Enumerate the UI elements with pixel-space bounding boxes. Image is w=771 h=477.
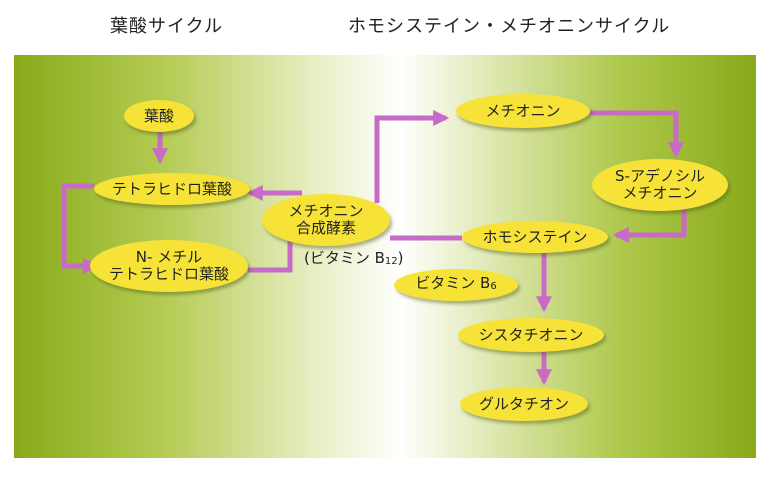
node-folate: 葉酸 — [124, 100, 194, 132]
node-vitamin-b6: ビタミン B6 — [394, 269, 518, 301]
folate-cycle-heading: 葉酸サイクル — [110, 16, 224, 37]
node-cystathionine-label: シスタチオニン — [478, 325, 584, 344]
node-methionine-synthase: メチオニン 合成酵素 — [262, 194, 390, 246]
node-s-adenosylmethionine: S-アデノシル メチオニン — [592, 159, 728, 211]
cofactor-b12-sub: 12 — [384, 256, 398, 267]
node-sam-line1: S-アデノシル — [615, 167, 705, 185]
node-folate-label: 葉酸 — [143, 106, 174, 125]
arrow-methyl-thf-to-enzyme — [248, 236, 293, 273]
vitamin-b6-prefix: ビタミン B — [415, 274, 491, 292]
node-enzyme-line2: 合成酵素 — [295, 219, 356, 237]
node-sam-line2: メチオニン — [622, 184, 698, 202]
node-tetrahydrofolate: テトラヒドロ葉酸 — [94, 173, 250, 205]
cofactor-b12-prefix: (ビタミン B — [304, 249, 385, 267]
arrow-layer — [61, 109, 687, 386]
node-enzyme-line1: メチオニン — [288, 202, 364, 220]
node-vitamin-b6-label: ビタミン B6 — [415, 275, 496, 295]
methionine-cycle-heading: ホモシステイン・メチオニンサイクル — [348, 16, 671, 37]
cofactor-b12-label: (ビタミン B12) — [304, 247, 404, 268]
node-cystathionine: シスタチオニン — [458, 318, 604, 352]
node-methionine: メチオニン — [456, 94, 590, 128]
node-tetrahydrofolate-label: テトラヒドロ葉酸 — [111, 179, 232, 198]
arrow-sam-to-homocysteine — [612, 210, 687, 244]
node-methyl-thf-line2: テトラヒドロ葉酸 — [108, 265, 229, 283]
diagram-panel: 葉酸 テトラヒドロ葉酸 N- メチル テトラヒドロ葉酸 メチオニン 合成酵素 (… — [14, 55, 756, 458]
node-methionine-label: メチオニン — [485, 101, 561, 120]
node-methyl-tetrahydrofolate: N- メチル テトラヒドロ葉酸 — [90, 240, 248, 292]
cofactor-b12-suffix: ) — [397, 249, 404, 267]
node-glutathione-label: グルタチオン — [478, 394, 569, 413]
node-methyl-thf-line1: N- メチル — [135, 248, 203, 266]
arrow-enzyme-to-methionine — [374, 109, 450, 203]
vitamin-b6-sub: 6 — [490, 281, 497, 292]
node-homocysteine-label: ホモシステイン — [482, 227, 588, 246]
arrow-thf-to-methyl-thf — [61, 183, 100, 275]
node-glutathione: グルタチオン — [460, 387, 588, 421]
arrow-methionine-to-sam — [590, 110, 685, 159]
node-homocysteine: ホモシステイン — [462, 221, 608, 253]
